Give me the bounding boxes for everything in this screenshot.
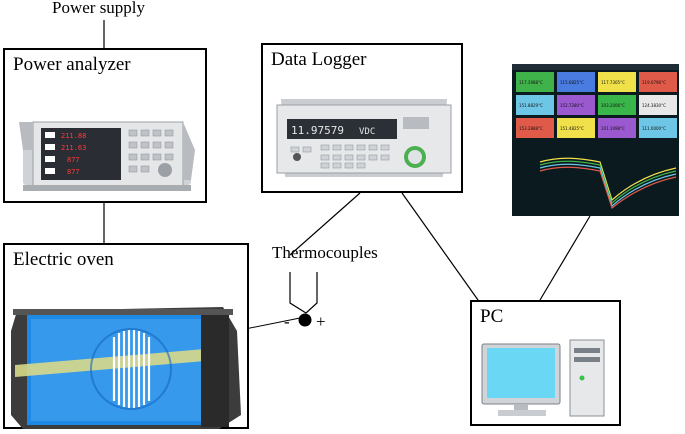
monitor-pc-line bbox=[539, 215, 591, 301]
logger-reading: 11.97579 bbox=[291, 124, 344, 137]
monitor-screenshot bbox=[512, 64, 679, 216]
analyzer-reading-3: 877 bbox=[67, 156, 80, 164]
thermocouple-junction bbox=[298, 313, 312, 327]
oven-illustration-icon bbox=[11, 307, 241, 429]
pc-title: PC bbox=[480, 306, 504, 327]
data-logger-title: Data Logger bbox=[271, 49, 367, 70]
thermocouple-wire-left bbox=[289, 272, 307, 314]
data-logger-box: Data Logger 11.97579 VDC bbox=[261, 43, 463, 193]
logger-thermocouple-line bbox=[289, 192, 361, 256]
logger-unit: VDC bbox=[359, 127, 375, 137]
analyzer-reading-4: 877 bbox=[67, 168, 80, 176]
electric-oven-box: Electric oven bbox=[3, 243, 249, 429]
thermocouples-label: Thermocouples bbox=[272, 243, 378, 262]
power-analyzer-device-icon: 211.88 211.63 877 877 bbox=[19, 121, 195, 191]
electric-oven-title: Electric oven bbox=[13, 249, 114, 270]
thermocouple-wire-right bbox=[305, 272, 318, 314]
power-analyzer-box: Power analyzer 211.88 211.63 877 877 bbox=[3, 48, 207, 203]
logger-pc-line bbox=[401, 192, 479, 301]
computer-icon bbox=[481, 339, 605, 417]
power-analyzer-title: Power analyzer bbox=[13, 54, 131, 75]
analyzer-reading-1: 211.88 bbox=[61, 132, 86, 140]
analyzer-reading-2: 211.63 bbox=[61, 144, 86, 152]
plus-sign: + bbox=[316, 312, 326, 331]
minus-sign: - bbox=[284, 312, 290, 331]
pc-box: PC bbox=[470, 300, 621, 426]
data-logger-device-icon: 11.97579 VDC bbox=[276, 99, 452, 177]
power-supply-label: Power supply bbox=[52, 0, 146, 17]
